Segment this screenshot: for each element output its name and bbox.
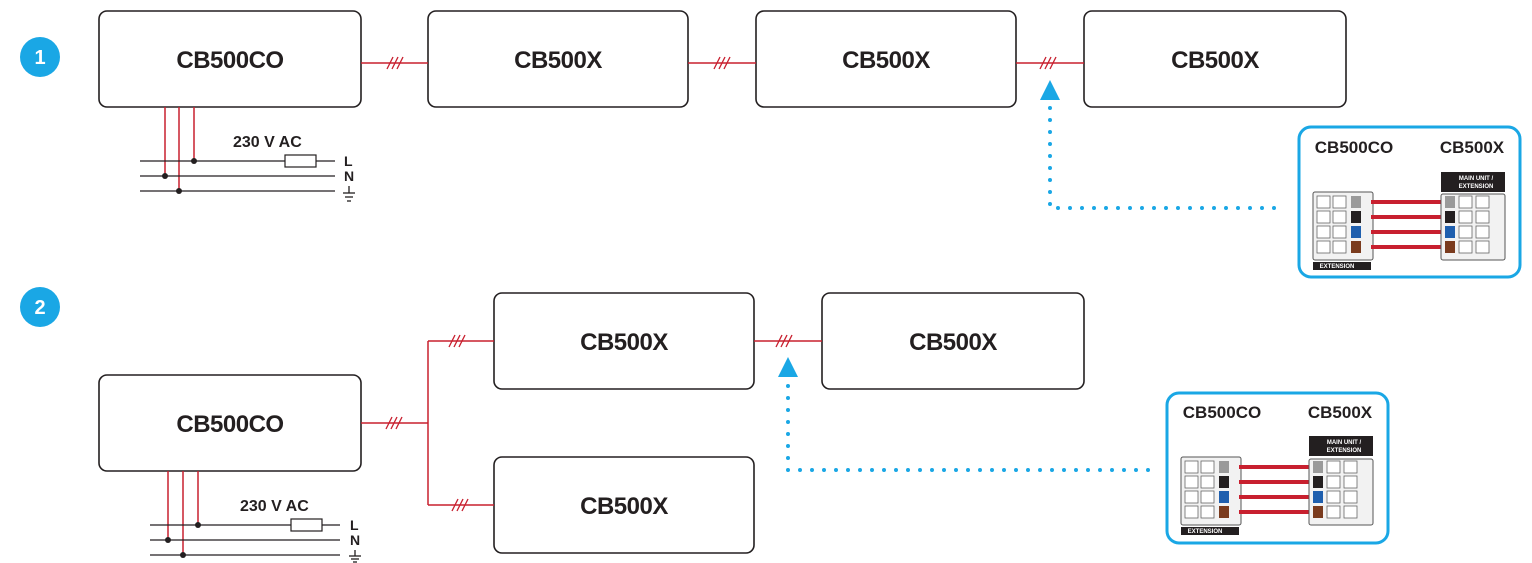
controller-label: CB500CO — [176, 411, 283, 438]
detail-left-title: CB500CO — [1183, 403, 1261, 422]
phase-label-n: N — [344, 168, 354, 184]
extension-tag: EXTENSION — [1188, 529, 1223, 535]
unit-box-2a: CB500X — [493, 292, 755, 390]
bus-cable-2-lower — [428, 498, 494, 512]
mains-supply-1: 230 V AC L N — [140, 107, 355, 202]
bus-cable-2-right — [754, 334, 822, 348]
interconnect-wires — [1371, 200, 1445, 249]
main-unit-terminal: MAIN UNIT / EXTENSION — [1308, 436, 1374, 526]
main-unit-tag-line2: EXTENSION — [1327, 448, 1362, 454]
detail-right-title: CB500X — [1440, 138, 1505, 157]
bus-cable-2-upper — [428, 334, 494, 348]
unit-label: CB500X — [580, 329, 668, 356]
unit-box-2b: CB500X — [821, 292, 1085, 390]
main-unit-tag-line2: EXTENSION — [1459, 184, 1494, 190]
step-badge-2-number: 2 — [34, 297, 45, 319]
bus-cable-1a — [361, 56, 428, 70]
detail-pointer-1 — [1040, 80, 1284, 210]
controller-box-2: CB500CO — [98, 374, 362, 472]
unit-box-1a: CB500X — [427, 10, 689, 108]
supply-voltage-label: 230 V AC — [240, 498, 309, 515]
step-badge-2: 2 — [20, 287, 60, 327]
step-badge-1-number: 1 — [34, 47, 45, 69]
mains-supply-2: 230 V AC L N — [150, 471, 361, 563]
pointer-arrow-icon — [1040, 80, 1060, 100]
bus-cable-1c — [1016, 56, 1084, 70]
supply-voltage-label: 230 V AC — [233, 134, 302, 151]
controller-box-1: CB500CO — [98, 10, 362, 108]
unit-box-1c: CB500X — [1083, 10, 1347, 108]
connection-detail-2: CB500CO CB500X EXTENSION — [1165, 391, 1390, 545]
unit-box-1b: CB500X — [755, 10, 1017, 108]
phase-label-n: N — [350, 532, 360, 548]
unit-box-2c: CB500X — [493, 456, 755, 554]
extension-tag: EXTENSION — [1320, 264, 1355, 270]
unit-label: CB500X — [842, 47, 930, 74]
detail-right-title: CB500X — [1308, 403, 1373, 422]
ground-symbol — [343, 186, 355, 202]
extension-terminal: EXTENSION — [1312, 191, 1374, 270]
diagram-2: 2 CB500CO CB500X CB500X CB500X — [20, 287, 1390, 563]
unit-label: CB500X — [514, 47, 602, 74]
detail-left-title: CB500CO — [1315, 138, 1393, 157]
interconnect-wires — [1239, 465, 1313, 514]
unit-label: CB500X — [1171, 47, 1259, 74]
bus-cable-1b — [688, 56, 756, 70]
detail-pointer-2 — [778, 357, 1152, 472]
diagram-1: 1 CB500CO CB500X CB500X CB500X — [20, 10, 1522, 279]
pointer-arrow-icon — [778, 357, 798, 377]
unit-label: CB500X — [580, 493, 668, 520]
unit-label: CB500X — [909, 329, 997, 356]
ground-symbol — [349, 550, 361, 563]
phase-label-l: L — [350, 517, 359, 533]
bus-cable-2-trunk — [361, 341, 429, 505]
main-unit-tag-line1: MAIN UNIT / — [1327, 440, 1362, 446]
main-unit-terminal: MAIN UNIT / EXTENSION — [1440, 172, 1506, 261]
extension-terminal: EXTENSION — [1180, 456, 1242, 535]
phase-label-l: L — [344, 153, 353, 169]
controller-label: CB500CO — [176, 47, 283, 74]
step-badge-1: 1 — [20, 37, 60, 77]
main-unit-tag-line1: MAIN UNIT / — [1459, 176, 1494, 182]
connection-detail-1: CB500CO CB500X EXTENSION — [1297, 125, 1522, 279]
